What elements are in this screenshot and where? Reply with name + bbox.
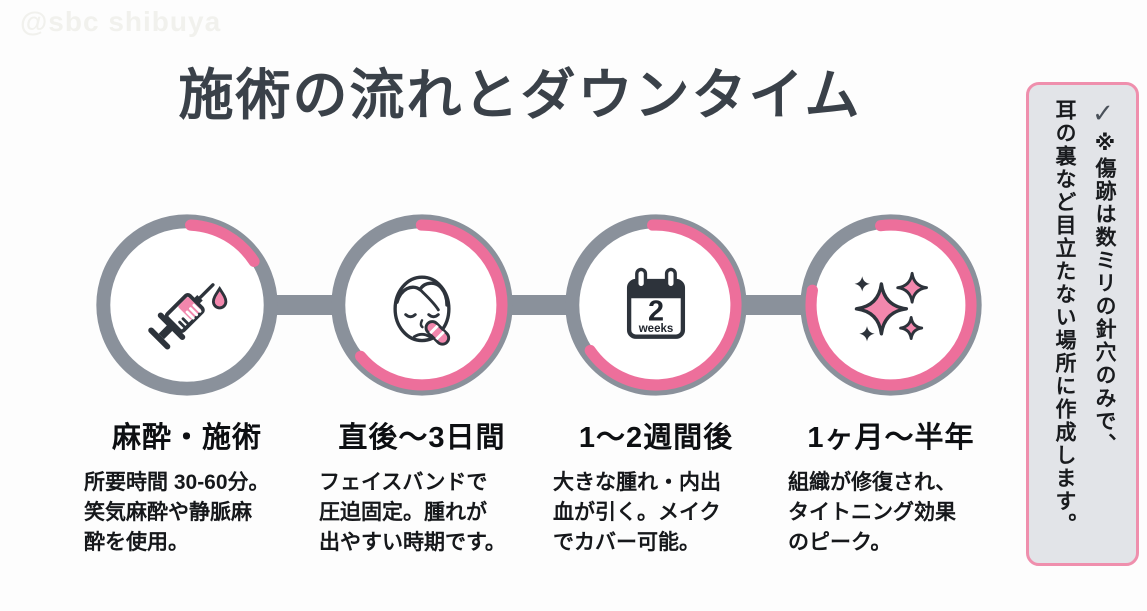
connector-line xyxy=(741,295,807,315)
step-title: 麻酔・施術 xyxy=(111,422,262,454)
connector-line xyxy=(272,295,338,315)
step-circle-2 xyxy=(329,212,515,398)
connector-line xyxy=(507,295,572,315)
face-bandage-icon xyxy=(374,257,470,353)
step-description: フェイスバンドで 圧迫固定。腫れが 出やすい時期です。 xyxy=(319,471,506,554)
step-circle-1 xyxy=(94,212,280,398)
step-description: 大きな腫れ・内出 血が引く。メイク でカバー可能。 xyxy=(553,471,721,554)
note-text-vertical: ✓※傷跡は数ミリの針穴のみで、 耳の裏など目立たない場所に作成します。 xyxy=(1029,85,1136,563)
progress-arc xyxy=(336,219,508,391)
step-title: 1ヶ月〜半年 xyxy=(807,422,975,454)
step-text-2: 直後〜3日間 フェイスバンドで 圧迫固定。腫れが 出やすい時期です。 xyxy=(307,414,537,558)
calendar-unit: weeks xyxy=(638,323,674,335)
step-circle-4 xyxy=(798,212,984,398)
step-text-3: 1〜2週間後 大きな腫れ・内出 血が引く。メイク でカバー可能。 xyxy=(541,414,771,558)
sparkles-icon xyxy=(843,257,939,353)
step-text-4: 1ヶ月〜半年 組織が修復され、 タイトニング効果 のピーク。 xyxy=(776,414,1006,558)
step-title: 直後〜3日間 xyxy=(338,422,506,454)
progress-arc xyxy=(101,219,273,391)
progress-arc xyxy=(570,219,742,391)
watermark: @sbc shibuya xyxy=(20,6,222,37)
check-icon: ✓ xyxy=(1089,99,1119,131)
step-description: 所要時間 30-60分。 笑気麻酔や静脈麻 酔を使用。 xyxy=(84,471,270,554)
step-description: 組織が修復され、 タイトニング効果 のピーク。 xyxy=(788,471,957,554)
progress-arc xyxy=(805,219,977,391)
calendar-number: 2 xyxy=(648,295,664,327)
step-circle-3: 2 weeks xyxy=(563,212,749,398)
page-title: 施術の流れとダウンタイム xyxy=(178,64,862,126)
calendar-icon: 2 weeks xyxy=(608,257,704,353)
step-title: 1〜2週間後 xyxy=(578,422,734,454)
note-text: ※傷跡は数ミリの針穴のみで、 耳の裏など目立たない場所に作成します。 xyxy=(1053,99,1116,536)
syringe-icon xyxy=(139,257,235,353)
step-text-1: 麻酔・施術 所要時間 30-60分。 笑気麻酔や静脈麻 酔を使用。 xyxy=(72,414,302,558)
note-box: ✓※傷跡は数ミリの針穴のみで、 耳の裏など目立たない場所に作成します。 xyxy=(1026,82,1139,566)
